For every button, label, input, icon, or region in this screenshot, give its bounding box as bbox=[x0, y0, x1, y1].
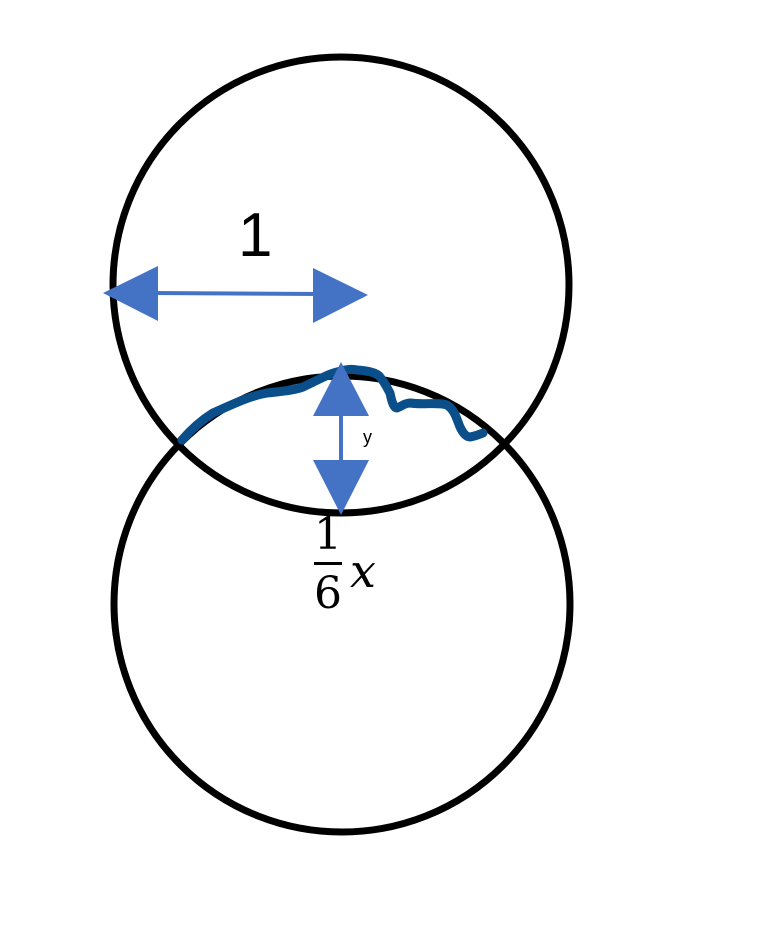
fraction-denominator: 6 bbox=[314, 568, 342, 620]
gap-double-arrow bbox=[313, 362, 369, 515]
fraction-bar bbox=[314, 562, 342, 566]
gap-label: y bbox=[363, 427, 372, 447]
variable-label: x bbox=[350, 544, 376, 598]
hand-drawn-curve bbox=[177, 364, 488, 445]
radius-label: 1 bbox=[238, 201, 273, 270]
fraction-label: 1 6 bbox=[308, 509, 348, 620]
fraction-numerator: 1 bbox=[314, 509, 342, 560]
radius-double-arrow bbox=[103, 266, 368, 323]
